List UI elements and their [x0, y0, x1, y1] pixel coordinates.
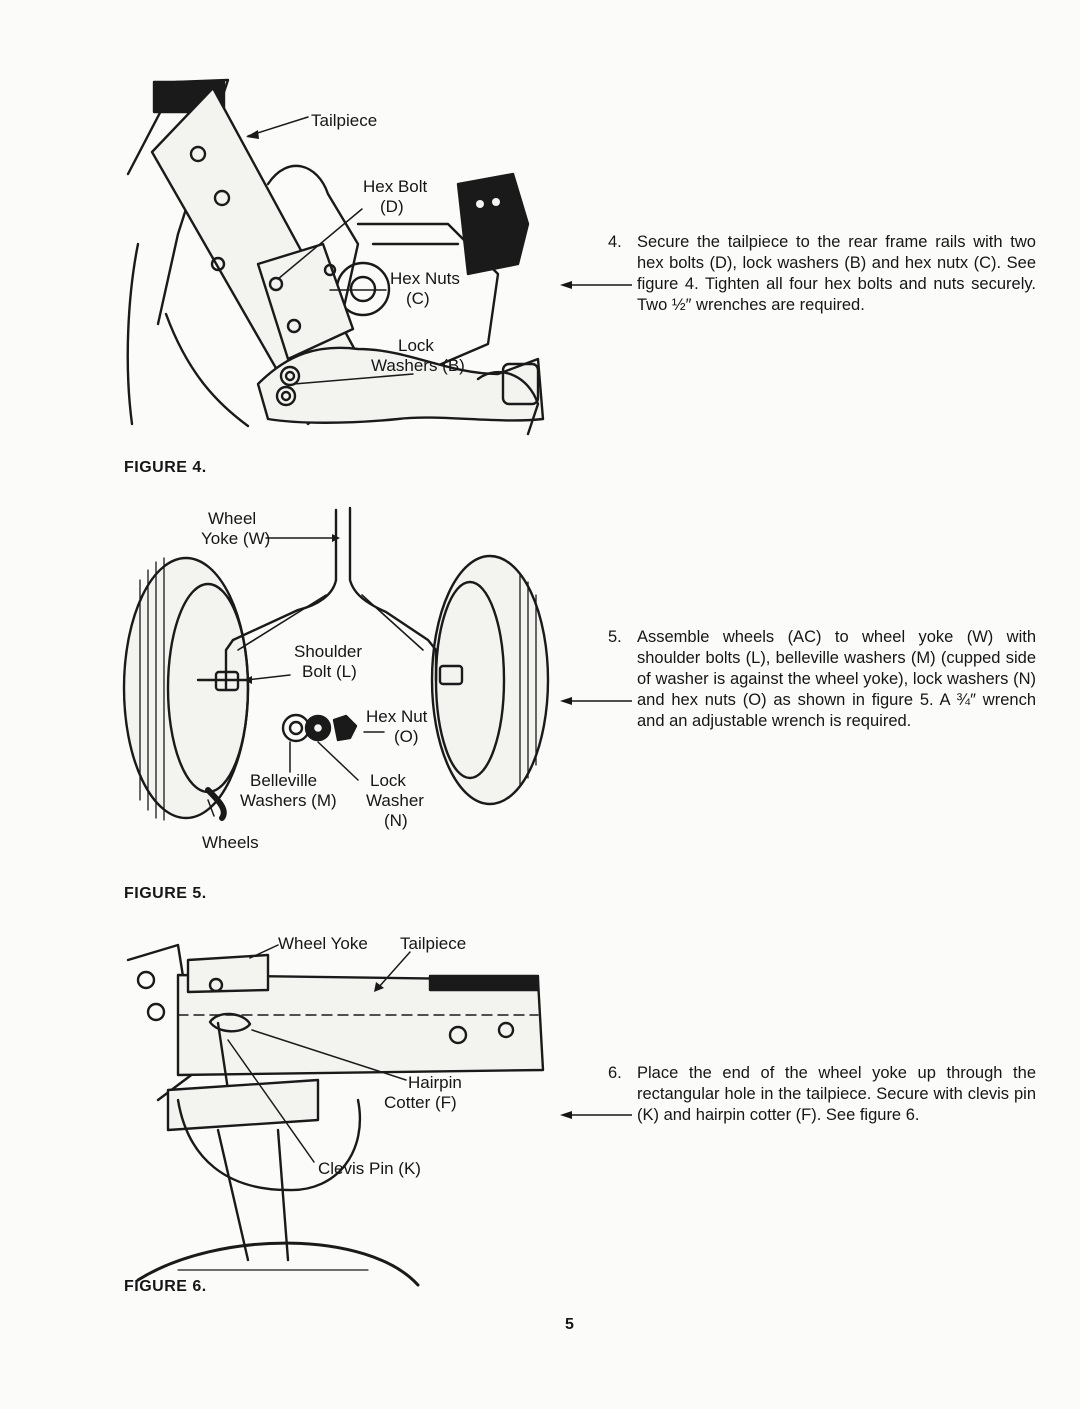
step-5-text: Assemble wheels (AC) to wheel yoke (W) w… — [637, 628, 1036, 730]
figure-5-caption: FIGURE 5. — [124, 885, 207, 902]
yoke-label: Yoke (W) — [201, 529, 270, 548]
step-5-number: 5. — [608, 628, 622, 646]
figure-6-caption: FIGURE 6. — [124, 1278, 207, 1295]
step-4-number: 4. — [608, 233, 622, 251]
step-6: 6. Place the end of the wheel yoke up th… — [608, 1063, 1036, 1126]
wheel-label: Wheel — [208, 509, 256, 528]
step-4-arrow — [560, 281, 632, 289]
wheel-yoke-label: Wheel Yoke — [278, 934, 368, 953]
washers-m-label: Washers (M) — [240, 791, 337, 810]
figure-6-illustration: Wheel Yoke Tailpiece Hairpin Cotter (F) … — [126, 934, 545, 1287]
hex-nut-code-label: (O) — [394, 727, 419, 746]
hex-bolt-label: Hex Bolt — [363, 177, 428, 196]
step-6-text: Place the end of the wheel yoke up throu… — [637, 1064, 1036, 1124]
tailpiece-label: Tailpiece — [311, 111, 377, 130]
hex-bolt-code-label: (D) — [380, 197, 404, 216]
tailpiece-label-fig6: Tailpiece — [400, 934, 466, 953]
lock-washers-label: Washers (B) — [371, 356, 465, 375]
hairpin-label: Hairpin — [408, 1073, 462, 1092]
figure-4-illustration: Tailpiece Hex Bolt (D) Hex Nuts (C) Lock… — [126, 78, 545, 436]
step-5-arrow — [560, 697, 632, 705]
belleville-label: Belleville — [250, 771, 317, 790]
step-6-arrow — [560, 1111, 632, 1119]
clevis-pin-label: Clevis Pin (K) — [318, 1159, 421, 1178]
bolt-label: Bolt (L) — [302, 662, 357, 681]
figure-5-illustration: Wheel Yoke (W) Shoulder Bolt (L) Hex Nut… — [122, 506, 550, 852]
step-4: 4. Secure the tailpiece to the rear fram… — [608, 232, 1036, 316]
washer-code-label: (N) — [384, 811, 408, 830]
shoulder-label: Shoulder — [294, 642, 362, 661]
step-5: 5. Assemble wheels (AC) to wheel yoke (W… — [608, 627, 1036, 732]
figure-4-caption: FIGURE 4. — [124, 459, 207, 476]
wheels-label: Wheels — [202, 833, 259, 852]
hex-nuts-code-label: (C) — [406, 289, 430, 308]
hex-nut-label: Hex Nut — [366, 707, 428, 726]
step-6-number: 6. — [608, 1064, 622, 1082]
hex-nuts-label: Hex Nuts — [390, 269, 460, 288]
page-number: 5 — [565, 1316, 574, 1333]
lock-label: Lock — [398, 336, 434, 355]
lock-washer-label: Lock — [370, 771, 406, 790]
washer-label: Washer — [366, 791, 424, 810]
cotter-label: Cotter (F) — [384, 1093, 457, 1112]
step-4-text: Secure the tailpiece to the rear frame r… — [637, 233, 1036, 314]
